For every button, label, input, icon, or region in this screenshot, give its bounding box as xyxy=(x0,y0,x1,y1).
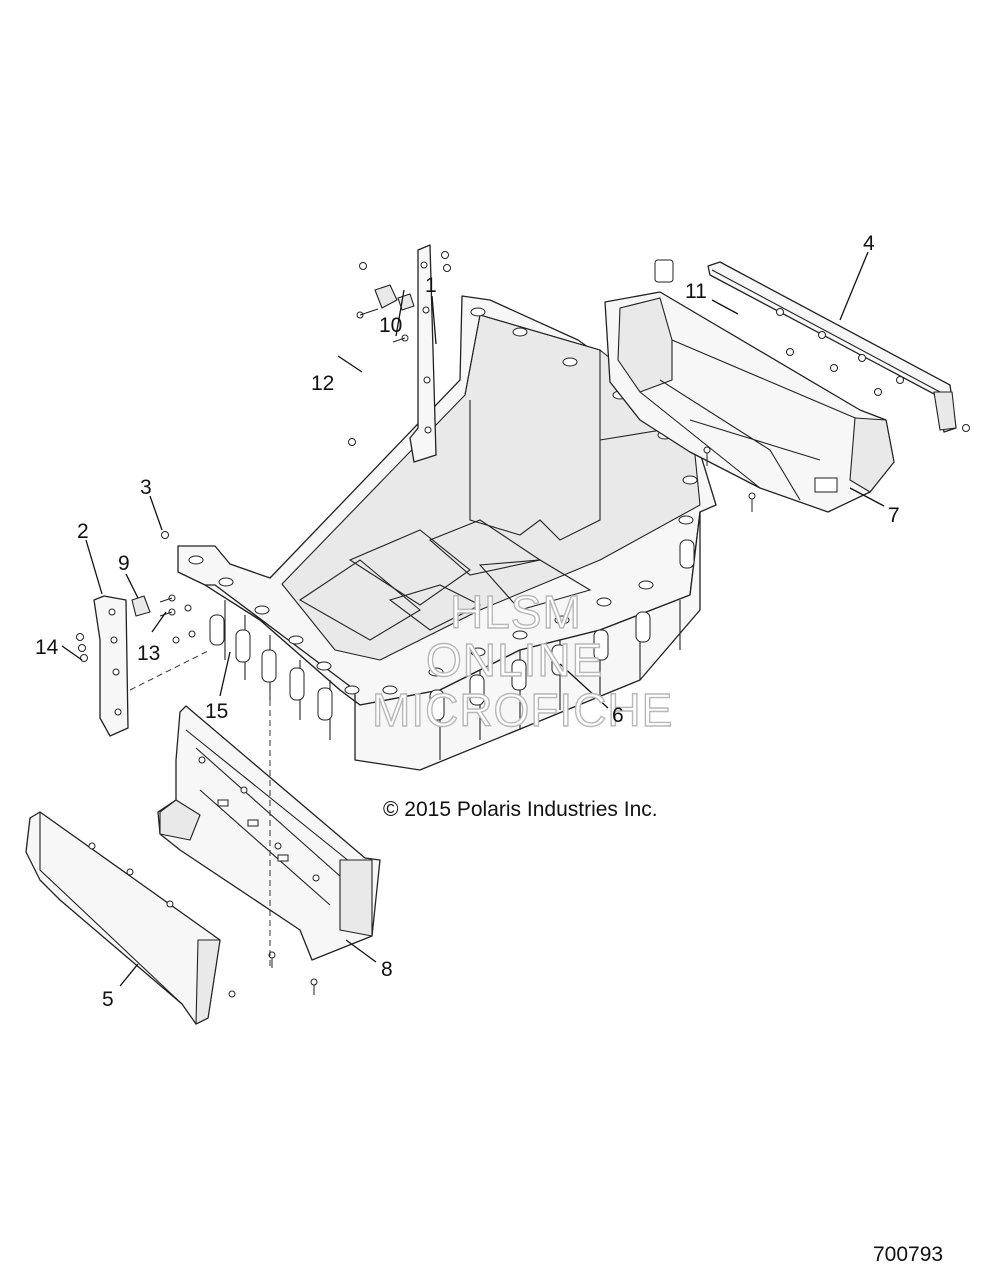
watermark: HLSM ONLINE MICROFICHE xyxy=(371,585,673,736)
callout-13: 13 xyxy=(137,642,160,665)
top-rail-part-4 xyxy=(707,261,970,433)
watermark-line-1: HLSM xyxy=(450,586,582,638)
figure-number: 700793 xyxy=(873,1243,944,1266)
watermark-line-3: MICROFICHE xyxy=(372,684,673,736)
tailgate-panel-part-5 xyxy=(25,811,236,1025)
bracket-part-1 xyxy=(409,244,451,463)
bracket-part-2 xyxy=(76,595,129,737)
callout-4: 4 xyxy=(863,232,875,255)
callout-10: 10 xyxy=(379,314,402,337)
callout-11: 11 xyxy=(685,280,707,303)
callout-5: 5 xyxy=(102,988,114,1011)
callout-2: 2 xyxy=(77,520,89,543)
callout-7: 7 xyxy=(888,504,900,527)
callout-9: 9 xyxy=(118,552,130,575)
callout-8: 8 xyxy=(381,958,393,981)
leader-lines xyxy=(61,251,885,987)
callout-15: 15 xyxy=(205,700,228,723)
tailgate-frame-part-8 xyxy=(157,705,381,995)
callout-6: 6 xyxy=(612,704,624,727)
callout-1: 1 xyxy=(425,274,437,297)
cargo-box-part-6 xyxy=(177,295,717,771)
watermark-line-2: ONLINE xyxy=(426,634,603,686)
callout-12: 12 xyxy=(311,372,334,395)
callout-14: 14 xyxy=(35,636,59,659)
hardware-part-10-12 xyxy=(348,262,415,446)
rear-panel-part-7 xyxy=(604,259,895,513)
hardware-part-3-9-13 xyxy=(131,531,196,644)
copyright-notice: © 2015 Polaris Industries Inc. xyxy=(383,798,658,821)
callout-3: 3 xyxy=(140,476,152,499)
callout-numbers: 1 2 3 4 5 6 7 8 9 10 11 12 13 14 15 xyxy=(35,232,900,1011)
